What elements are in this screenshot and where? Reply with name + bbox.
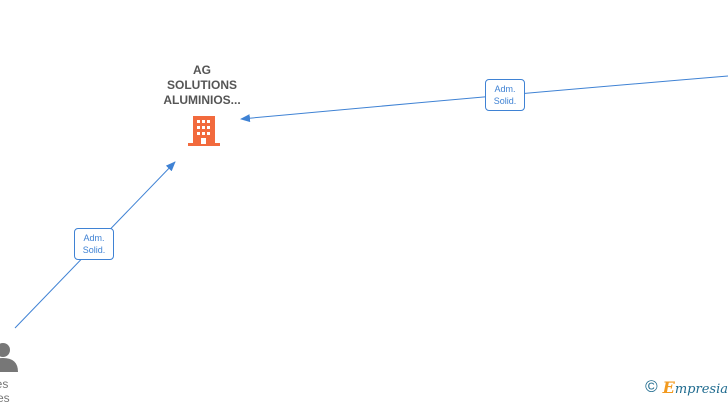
person-name-line: hes bbox=[0, 391, 10, 405]
edge-label-line: Solid. bbox=[82, 245, 106, 255]
edge-label-left: Adm. Solid. bbox=[74, 228, 114, 260]
company-name-line: SOLUTIONS bbox=[166, 78, 237, 92]
brand-initial: E bbox=[662, 377, 675, 397]
building-icon[interactable] bbox=[188, 116, 220, 146]
person-name-line: res bbox=[0, 377, 9, 391]
edge-label-right: Adm. Solid. bbox=[485, 79, 525, 111]
brand-text: mpresia bbox=[674, 381, 728, 397]
edge-label-line: Adm. bbox=[494, 84, 516, 94]
brand-logo: Empresia bbox=[663, 378, 728, 397]
empresia-watermark: © Empresia bbox=[645, 377, 728, 397]
person-name[interactable]: res hes bbox=[0, 377, 18, 405]
company-name-line: ALUMINIOS... bbox=[163, 93, 241, 107]
company-name[interactable]: AG SOLUTIONS ALUMINIOS... bbox=[142, 63, 262, 108]
company-name-line: AG bbox=[193, 63, 211, 77]
person-icon[interactable] bbox=[0, 343, 18, 372]
edge-label-line: Solid. bbox=[493, 96, 517, 106]
edge-label-line: Adm. bbox=[83, 233, 105, 243]
copyright-icon: © bbox=[645, 377, 658, 396]
